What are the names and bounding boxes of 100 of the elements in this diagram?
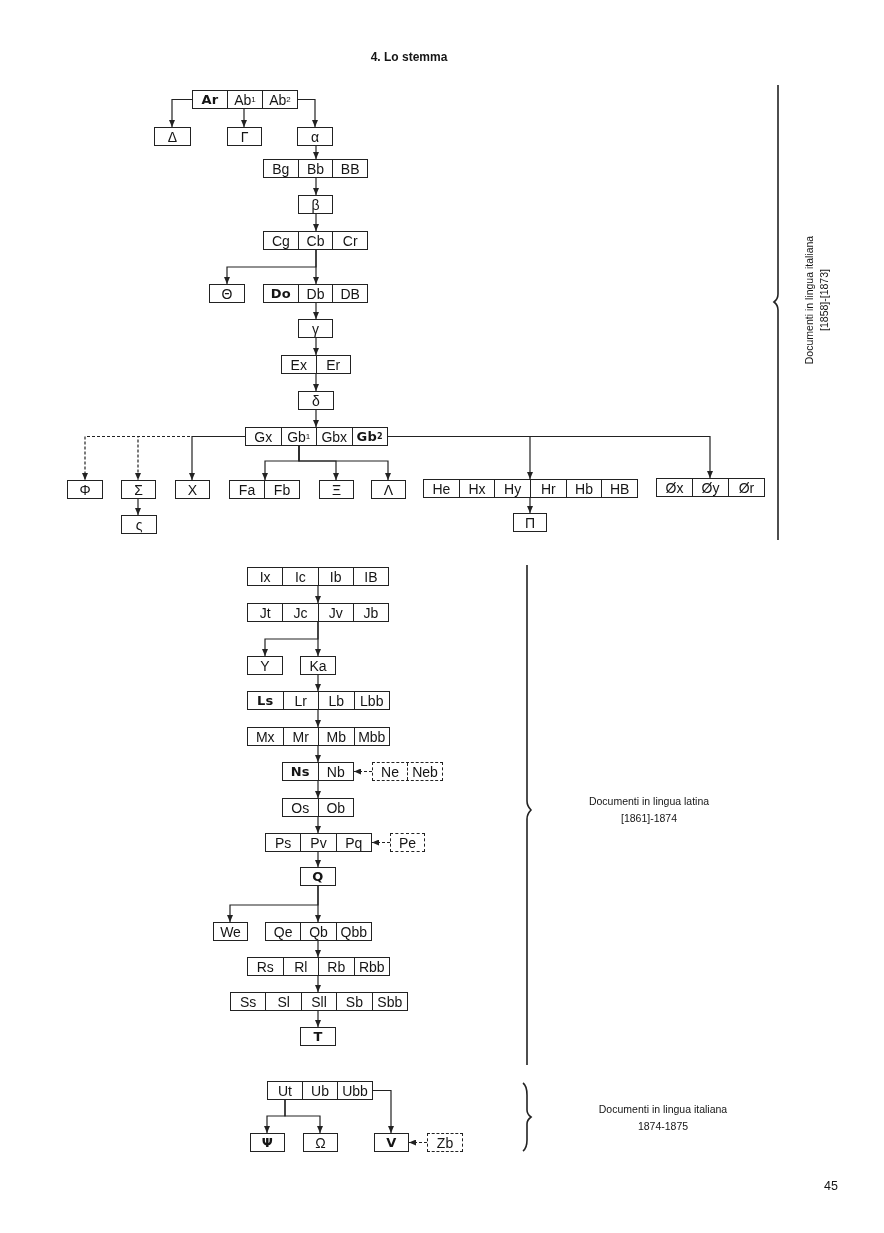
siglum: Ex bbox=[289, 356, 308, 373]
siglum: He bbox=[431, 480, 452, 497]
period-note: 1874-1875 bbox=[637, 1120, 689, 1132]
manuscript-box bbox=[227, 127, 262, 146]
manuscript-box bbox=[427, 1133, 463, 1152]
arrow bbox=[313, 177, 319, 196]
period-note: [1858]-[1873] bbox=[818, 269, 830, 331]
siglum: Ne bbox=[380, 763, 400, 780]
siglum: Fb bbox=[264, 481, 299, 498]
siglum: Lb bbox=[318, 692, 354, 709]
siglum: Sbb bbox=[371, 993, 408, 1010]
period-note: Documenti in lingua italiana bbox=[803, 235, 815, 365]
arrow bbox=[313, 145, 319, 160]
siglum: Ss bbox=[239, 993, 258, 1010]
arrow bbox=[315, 940, 321, 958]
arrow bbox=[315, 975, 321, 993]
arrow bbox=[313, 249, 319, 285]
manuscript-box bbox=[247, 567, 389, 586]
siglum: Jc bbox=[282, 604, 318, 621]
siglum: Ab$^{2}$ bbox=[262, 91, 297, 108]
manuscript-box bbox=[372, 762, 443, 781]
manuscript-box bbox=[300, 656, 336, 675]
arrow bbox=[135, 498, 141, 516]
siglum: Ør bbox=[728, 479, 764, 496]
manuscript-box bbox=[371, 480, 406, 499]
manuscript-box bbox=[298, 391, 334, 410]
siglum: Ub bbox=[302, 1082, 337, 1099]
manuscript-box bbox=[154, 127, 191, 146]
siglum: Λ bbox=[382, 481, 395, 498]
manuscript-box bbox=[282, 762, 354, 781]
siglum: Ix bbox=[258, 568, 272, 585]
siglum: Gb$^{1}$ bbox=[280, 428, 316, 445]
siglum: Pe bbox=[397, 834, 418, 851]
siglum: Hx bbox=[458, 480, 495, 497]
manuscript-box bbox=[121, 480, 156, 499]
siglum: Qbb bbox=[335, 923, 371, 940]
dashed-arrow bbox=[408, 1139, 428, 1146]
siglum: Υ bbox=[259, 657, 271, 674]
siglum: Mbb bbox=[353, 728, 389, 745]
siglum: Θ bbox=[220, 285, 234, 302]
siglum: ς bbox=[134, 516, 144, 533]
siglum: Neb bbox=[407, 763, 442, 780]
siglum: Cg bbox=[270, 232, 291, 249]
siglum: Do bbox=[269, 285, 292, 302]
arrow bbox=[313, 302, 319, 320]
siglum: Db bbox=[297, 285, 333, 302]
siglum: Pv bbox=[300, 834, 336, 851]
siglum: Nb bbox=[317, 763, 353, 780]
arrow bbox=[315, 674, 321, 692]
siglum: Hb bbox=[565, 480, 602, 497]
siglum: Ξ bbox=[330, 481, 343, 498]
manuscript-box bbox=[263, 231, 368, 250]
manuscript-box bbox=[281, 355, 351, 374]
siglum: Π bbox=[523, 514, 537, 531]
arrow bbox=[313, 373, 319, 392]
siglum: Ka bbox=[308, 657, 328, 674]
siglum: Ψ bbox=[260, 1134, 275, 1151]
arrow bbox=[298, 445, 391, 481]
manuscript-box bbox=[300, 867, 336, 886]
manuscript-box bbox=[121, 515, 157, 534]
manuscript-box bbox=[319, 480, 354, 499]
siglum: Os bbox=[290, 799, 311, 816]
siglum: Δ bbox=[166, 128, 179, 145]
manuscript-box bbox=[374, 1133, 409, 1152]
arrow bbox=[169, 98, 193, 128]
siglum: IB bbox=[352, 568, 388, 585]
manuscript-box bbox=[265, 833, 372, 852]
siglum: Qe bbox=[272, 923, 294, 940]
siglum: β bbox=[310, 196, 321, 213]
period-note: Documenti in lingua latina bbox=[588, 795, 710, 807]
arrow bbox=[315, 780, 321, 799]
manuscript-box bbox=[247, 603, 389, 622]
manuscript-box bbox=[282, 798, 354, 817]
siglum: Qb bbox=[300, 923, 336, 940]
period-note: [1861]-1874 bbox=[620, 812, 678, 824]
siglum: γ bbox=[311, 320, 320, 337]
arrow bbox=[315, 816, 321, 834]
siglum: Ps bbox=[274, 834, 293, 851]
siglum: Ut bbox=[277, 1082, 293, 1099]
siglum: HB bbox=[601, 480, 638, 497]
siglum: Mb bbox=[318, 728, 354, 745]
siglum: Rl bbox=[282, 958, 318, 975]
manuscript-box bbox=[245, 427, 388, 446]
arrow bbox=[313, 213, 319, 232]
dashed-arrow bbox=[371, 839, 391, 846]
arrow bbox=[315, 585, 321, 604]
arrow bbox=[313, 337, 319, 356]
arrow bbox=[527, 497, 533, 514]
arrow bbox=[315, 709, 321, 728]
siglum: Øy bbox=[692, 479, 728, 496]
siglum: α bbox=[309, 128, 321, 145]
manuscript-box bbox=[423, 479, 638, 498]
siglum: Fa bbox=[237, 481, 257, 498]
manuscript-box bbox=[250, 1133, 285, 1152]
siglum: Φ bbox=[78, 481, 92, 498]
manuscript-box bbox=[67, 480, 103, 499]
manuscript-box bbox=[267, 1081, 373, 1100]
siglum: Ib bbox=[317, 568, 353, 585]
siglum: Ls bbox=[255, 692, 275, 709]
manuscript-box bbox=[303, 1133, 338, 1152]
